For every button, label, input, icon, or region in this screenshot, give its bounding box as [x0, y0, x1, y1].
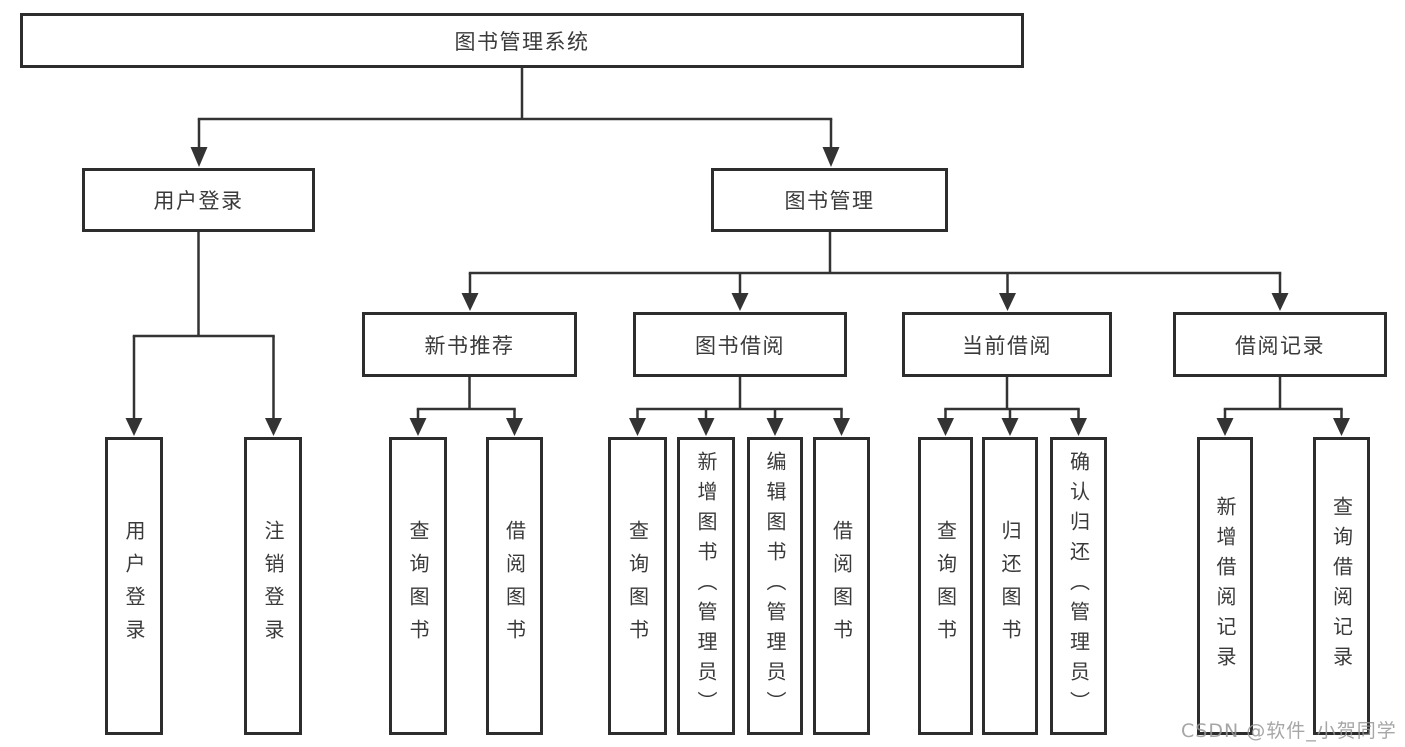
leaf-logout-login: 注销登录	[244, 437, 302, 735]
node-label: 图书管理	[784, 189, 875, 213]
node-label: 借阅图书	[829, 520, 854, 652]
node-label: 新书推荐	[424, 333, 515, 358]
node-label: 当前借阅	[962, 333, 1052, 358]
node-label: 查询图书	[933, 520, 958, 652]
node-label: 注销登录	[261, 520, 285, 652]
leaf-query-borrow-record: 查询借阅记录	[1313, 437, 1370, 735]
node-label: 用户登录	[153, 189, 244, 213]
leaf-add-borrow-record: 新增借阅记录	[1197, 437, 1253, 735]
leaf-user-login: 用户登录	[105, 437, 163, 735]
node-label: 编辑图书（管理员）	[763, 451, 787, 721]
node-label: 新增借阅记录	[1213, 496, 1237, 676]
node-new-book-recommend: 新书推荐	[362, 312, 577, 377]
node-user-login: 用户登录	[82, 168, 315, 232]
leaf-borrow-books: 借阅图书	[813, 437, 870, 735]
node-label: 借阅记录	[1235, 333, 1325, 358]
node-book-borrow: 图书借阅	[633, 312, 847, 377]
node-label: 查询图书	[406, 520, 430, 652]
node-label: 归还图书	[998, 520, 1022, 652]
node-label: 图书管理系统	[454, 29, 590, 54]
leaf-borrow-books-recommend: 借阅图书	[486, 437, 543, 735]
leaf-edit-books-admin: 编辑图书（管理员）	[747, 437, 803, 735]
node-library-management-system: 图书管理系统	[20, 13, 1024, 68]
leaf-query-books-borrow: 查询图书	[608, 437, 667, 735]
leaf-query-books-current: 查询图书	[918, 437, 973, 735]
node-label: 图书借阅	[695, 333, 785, 358]
node-label: 确认归还（管理员）	[1066, 451, 1091, 721]
node-book-management: 图书管理	[711, 168, 948, 232]
leaf-return-books: 归还图书	[982, 437, 1038, 735]
node-label: 用户登录	[122, 520, 146, 652]
leaf-confirm-return-admin: 确认归还（管理员）	[1050, 437, 1107, 735]
node-label: 新增图书（管理员）	[694, 451, 718, 721]
node-label: 借阅图书	[502, 520, 527, 652]
leaf-query-books-recommend: 查询图书	[389, 437, 447, 735]
node-label: 查询图书	[625, 520, 650, 652]
node-current-borrow: 当前借阅	[902, 312, 1112, 377]
node-borrow-records: 借阅记录	[1173, 312, 1387, 377]
leaf-add-books-admin: 新增图书（管理员）	[677, 437, 735, 735]
watermark: CSDN @软件_小贺同学	[1181, 720, 1397, 742]
node-label: 查询借阅记录	[1329, 496, 1354, 676]
